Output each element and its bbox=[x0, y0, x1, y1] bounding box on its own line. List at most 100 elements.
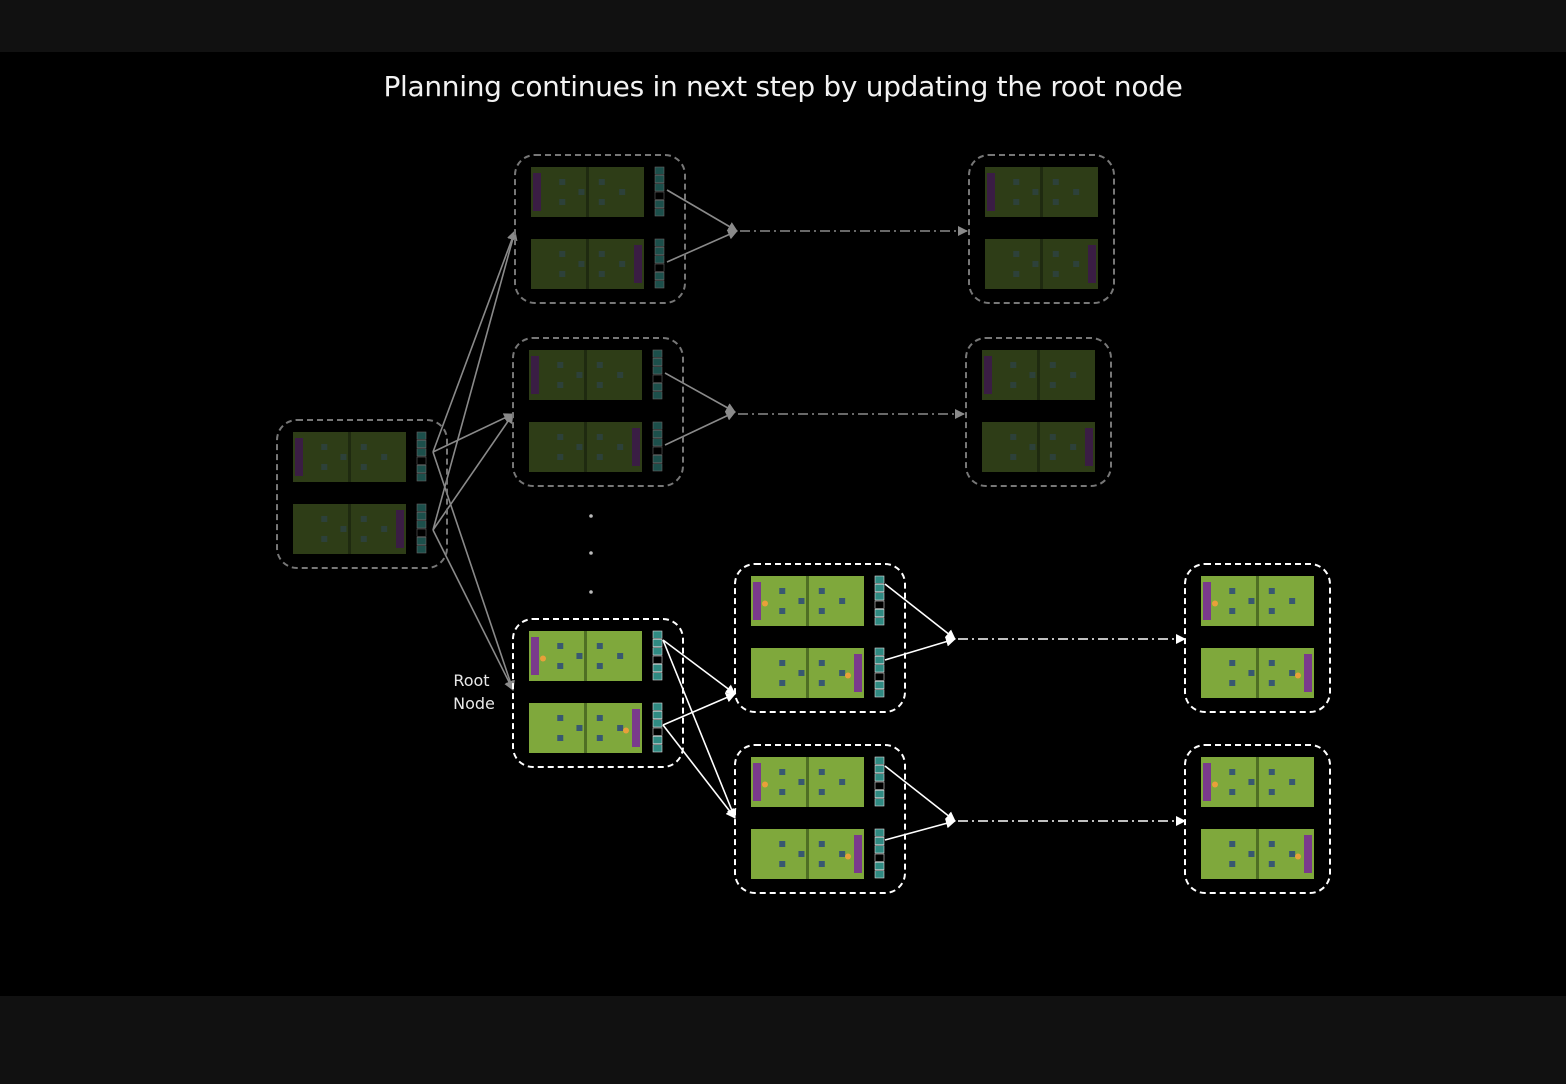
node-outline bbox=[734, 563, 906, 713]
board-unit bbox=[1248, 598, 1255, 604]
edge-converge bbox=[884, 636, 956, 661]
board-unit bbox=[617, 444, 624, 450]
board-unit bbox=[596, 663, 603, 669]
board-unit bbox=[1013, 271, 1020, 277]
game-board-thumbnail bbox=[751, 648, 864, 698]
board-unit bbox=[598, 271, 605, 277]
board-unit bbox=[340, 526, 347, 532]
board-unit bbox=[576, 725, 583, 731]
board-unit bbox=[559, 251, 566, 257]
nodes-group bbox=[276, 154, 1331, 894]
board-elixir bbox=[623, 727, 629, 734]
board-unit bbox=[1229, 841, 1236, 847]
board-unit bbox=[779, 789, 786, 795]
action-bar bbox=[652, 630, 663, 681]
board-tower bbox=[1088, 245, 1096, 283]
game-board-thumbnail bbox=[529, 350, 642, 400]
board-unit bbox=[779, 608, 786, 614]
board-elixir bbox=[762, 600, 768, 607]
node-outline bbox=[965, 337, 1112, 487]
action-bar-cell bbox=[874, 609, 885, 617]
action-bar-cell bbox=[874, 681, 885, 689]
board-unit bbox=[1248, 779, 1255, 785]
board-unit bbox=[798, 779, 805, 785]
board-unit bbox=[1073, 189, 1080, 195]
board-tower bbox=[1304, 654, 1312, 692]
board-elixir bbox=[1212, 781, 1218, 788]
action-bar bbox=[874, 575, 885, 626]
board-tower bbox=[295, 438, 303, 476]
root-node-label-line2: Node bbox=[453, 694, 495, 713]
board-unit bbox=[1268, 660, 1275, 666]
board-elixir bbox=[762, 781, 768, 788]
board-unit bbox=[779, 769, 786, 775]
action-bar bbox=[874, 647, 885, 698]
action-bar-cell bbox=[874, 689, 885, 698]
board-unit bbox=[779, 841, 786, 847]
action-bar-cell bbox=[652, 463, 663, 472]
action-bar-cell bbox=[654, 255, 665, 264]
board-unit bbox=[598, 199, 605, 205]
board-unit bbox=[1073, 261, 1080, 267]
action-bar-cell bbox=[874, 862, 885, 870]
board-unit bbox=[1013, 251, 1020, 257]
board-unit bbox=[779, 861, 786, 867]
action-bar-cell bbox=[416, 512, 427, 520]
board-tower bbox=[531, 637, 539, 675]
action-bar-cell bbox=[652, 383, 663, 391]
board-unit bbox=[557, 735, 564, 741]
board-unit bbox=[598, 251, 605, 257]
action-bar-cell bbox=[874, 798, 885, 807]
game-board-thumbnail bbox=[985, 167, 1098, 217]
tree-node-branch-2-leaf bbox=[965, 337, 1112, 487]
board-unit bbox=[596, 382, 603, 388]
board-unit bbox=[798, 851, 805, 857]
action-bar-cell bbox=[652, 366, 663, 375]
ellipsis-dot bbox=[589, 551, 593, 555]
game-board-thumbnail bbox=[982, 350, 1095, 400]
board-unit bbox=[596, 454, 603, 460]
action-bar-cell bbox=[654, 208, 665, 217]
board-tower bbox=[854, 835, 862, 873]
action-bar-cell bbox=[416, 465, 427, 473]
board-unit bbox=[1010, 434, 1017, 440]
board-unit bbox=[576, 653, 583, 659]
board-unit bbox=[321, 464, 328, 470]
action-bar bbox=[652, 421, 663, 472]
action-bar-cell bbox=[652, 744, 663, 753]
action-bar-cell bbox=[416, 528, 427, 537]
action-bar-cell bbox=[652, 349, 663, 358]
board-unit bbox=[818, 680, 825, 686]
board-unit bbox=[321, 444, 328, 450]
edge-converge bbox=[884, 583, 956, 640]
board-unit bbox=[798, 670, 805, 676]
node-outline bbox=[514, 154, 686, 304]
action-bar-cell bbox=[654, 263, 665, 272]
board-unit bbox=[559, 271, 566, 277]
board-unit bbox=[1268, 588, 1275, 594]
tree-node-child-b-leaf bbox=[1184, 744, 1331, 894]
board-unit bbox=[818, 588, 825, 594]
action-bar-cell bbox=[874, 575, 885, 584]
action-bar bbox=[654, 166, 665, 217]
board-unit bbox=[1032, 261, 1039, 267]
ellipsis-dot bbox=[589, 514, 593, 518]
board-unit bbox=[360, 464, 367, 470]
edge-converge bbox=[666, 189, 738, 232]
board-unit bbox=[1013, 179, 1020, 185]
ellipsis-dots bbox=[589, 514, 593, 594]
game-board-thumbnail bbox=[751, 576, 864, 626]
board-unit bbox=[798, 598, 805, 604]
action-bar-cell bbox=[654, 183, 665, 192]
board-tower bbox=[753, 763, 761, 801]
board-elixir bbox=[1212, 600, 1218, 607]
node-outline bbox=[1184, 563, 1331, 713]
edge-root-to-child bbox=[662, 639, 736, 695]
board-unit bbox=[617, 372, 624, 378]
action-bar-cell bbox=[874, 672, 885, 681]
tree-node-branch-2 bbox=[512, 337, 684, 487]
board-unit bbox=[1029, 444, 1036, 450]
board-unit bbox=[1052, 271, 1059, 277]
action-bar-cell bbox=[416, 473, 427, 482]
board-unit bbox=[839, 779, 846, 785]
